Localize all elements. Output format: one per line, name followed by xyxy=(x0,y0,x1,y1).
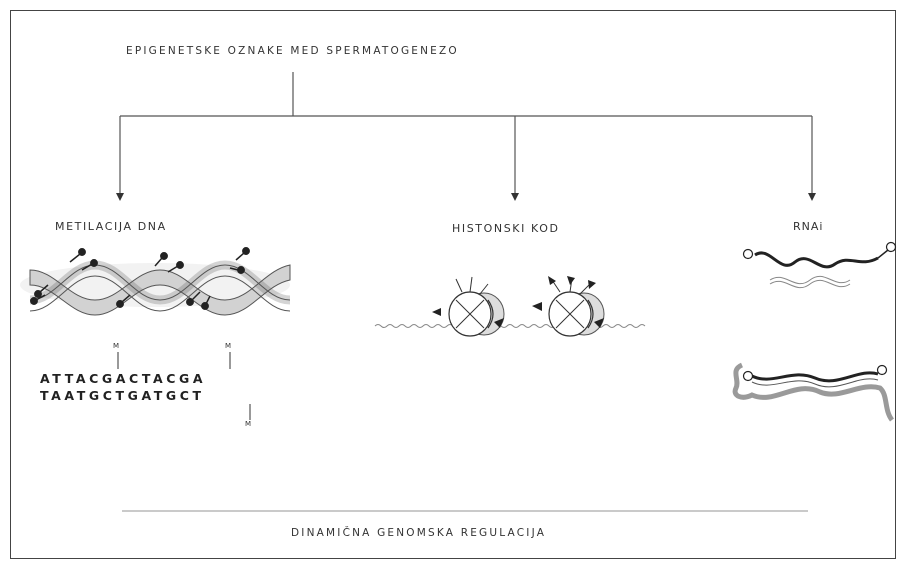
methyl-group-icon xyxy=(235,247,250,261)
tree-connectors xyxy=(119,72,813,195)
arrowhead-icon xyxy=(511,193,519,201)
methyl-group-icon xyxy=(201,295,211,310)
diagram-footer: DINAMIČNA GENOMSKA REGULACIJA xyxy=(291,527,547,539)
nucleosome-icon xyxy=(432,276,505,337)
methyl-group-icon xyxy=(69,248,86,263)
sequence-methyl-marks xyxy=(117,352,251,420)
methyl-group-icon xyxy=(229,266,245,274)
category-label-rnai: RNAi xyxy=(793,220,824,233)
methyl-mark-label: M xyxy=(113,342,120,350)
methyl-mark-label: M xyxy=(245,420,252,428)
dna-helix-icon xyxy=(20,260,291,316)
arrowhead-icon xyxy=(116,193,124,201)
methyl-group-icon xyxy=(154,252,168,267)
rna-strand-icon xyxy=(732,362,895,422)
arrowhead-icon xyxy=(808,193,816,201)
diagram-title: EPIGENETSKE OZNAKE MED SPERMATOGENEZO xyxy=(126,45,459,57)
category-label-methylation: METILACIJA DNA xyxy=(55,220,167,233)
methyl-group-icon xyxy=(186,291,201,306)
arrowheads xyxy=(116,193,816,201)
diagram-frame xyxy=(10,10,896,559)
methyl-group-icon xyxy=(30,294,46,305)
nucleosome-icon xyxy=(532,276,605,337)
methyl-group-icon xyxy=(81,259,98,271)
methyl-groups xyxy=(30,247,250,310)
methyl-group-icon xyxy=(167,261,184,273)
dna-sequence-bottom: TAATGCTGATGCT xyxy=(40,388,205,403)
methyl-mark-label: M xyxy=(225,342,232,350)
histone-dna-line xyxy=(374,324,646,328)
category-label-histone: HISTONSKI KOD xyxy=(452,222,560,235)
methyl-group-icon xyxy=(116,294,131,308)
dna-sequence-top: ATTACGACTACGA xyxy=(40,371,207,386)
rna-strand-icon xyxy=(742,241,897,289)
methyl-group-icon xyxy=(34,284,49,298)
